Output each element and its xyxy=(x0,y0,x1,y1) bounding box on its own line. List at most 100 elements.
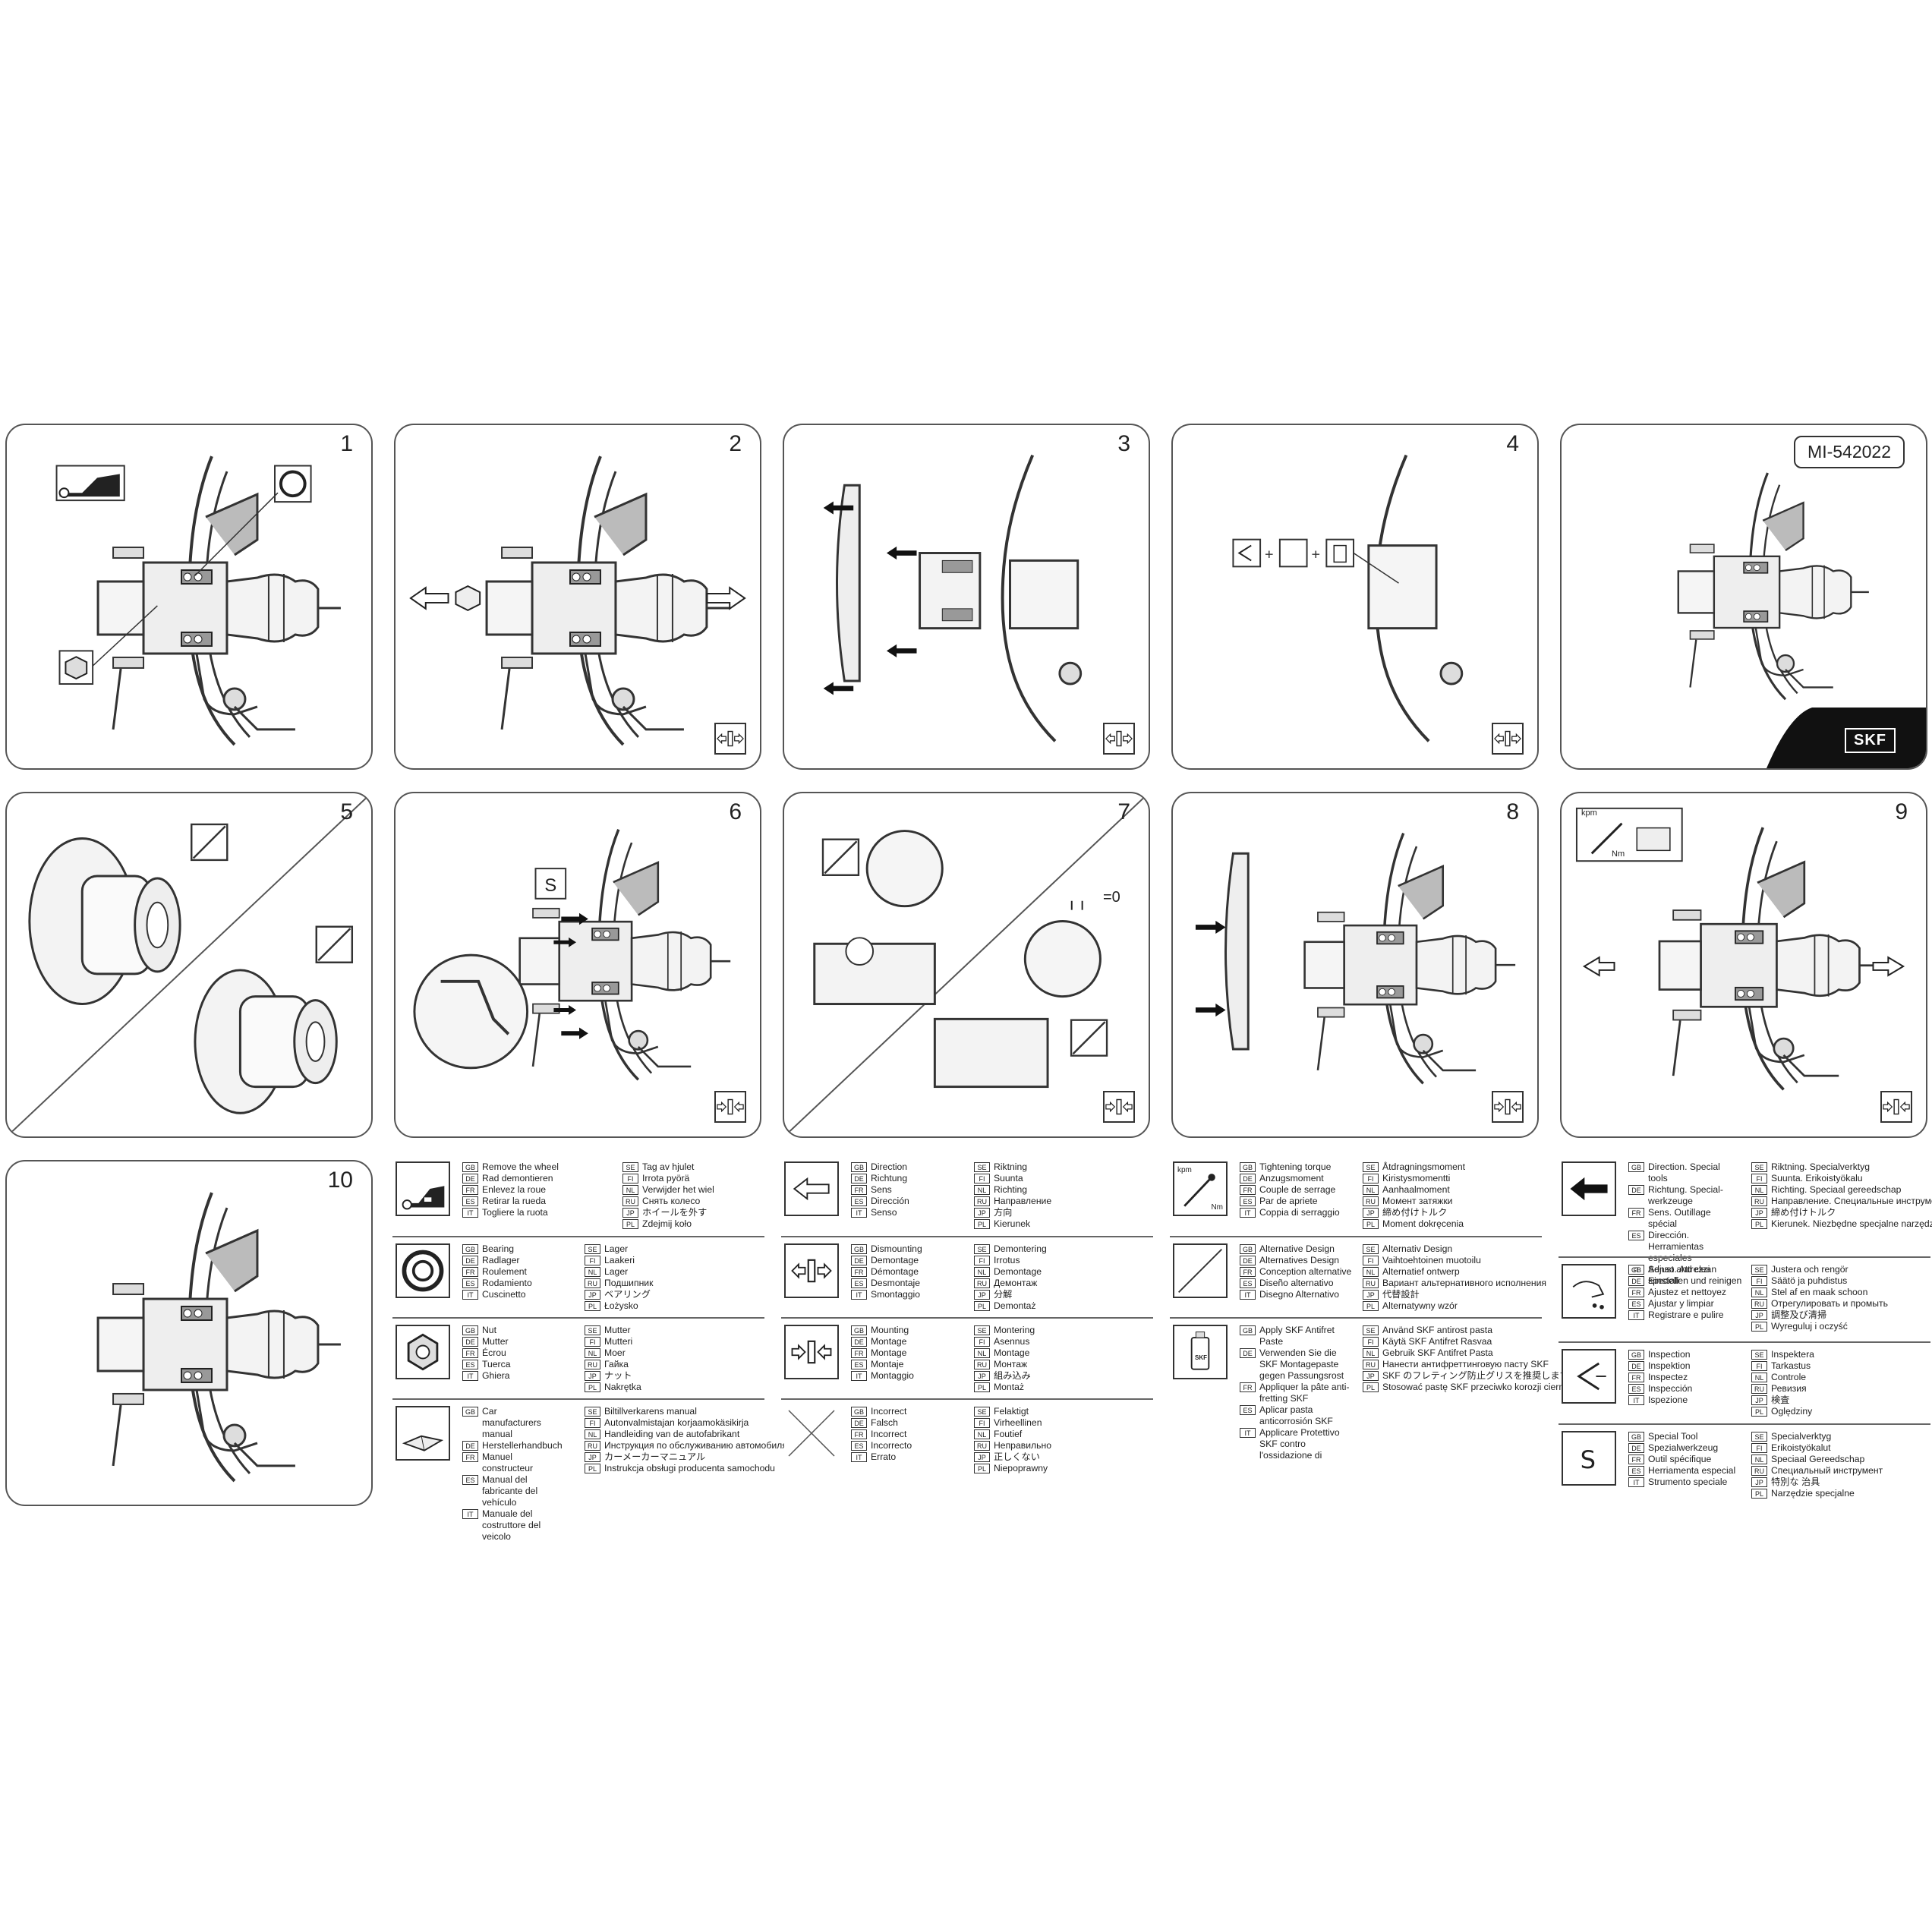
translation-text: Démontage xyxy=(871,1266,919,1277)
translation-text: Montaje xyxy=(871,1359,904,1369)
translation-text: 正しくない xyxy=(994,1451,1040,1462)
translation-text: Säätö ja puhdistus xyxy=(1771,1275,1848,1286)
language-code: ES xyxy=(1628,1231,1644,1240)
language-code: NL xyxy=(974,1348,990,1358)
translation-text: Bearing xyxy=(482,1243,515,1254)
language-code: SE xyxy=(974,1407,990,1417)
remove-wheel-icon xyxy=(396,1161,450,1216)
language-code: FR xyxy=(1628,1287,1644,1297)
translation-text: Outil spécifique xyxy=(1648,1454,1712,1464)
language-code: IT xyxy=(1240,1290,1256,1300)
translation-text: SKF のフレティング防止グリスを推奨します xyxy=(1382,1370,1569,1381)
language-code: IT xyxy=(462,1509,478,1519)
translation-text: ベアリング xyxy=(604,1289,651,1300)
language-code: GB xyxy=(1240,1162,1256,1172)
translation-text: Laakeri xyxy=(604,1255,635,1265)
translation-text: Special Tool xyxy=(1648,1431,1698,1442)
language-code: RU xyxy=(974,1441,990,1451)
legend-divider xyxy=(781,1236,1153,1237)
translation-text: Moer xyxy=(604,1347,626,1358)
language-code: NL xyxy=(1363,1267,1379,1277)
language-code: DE xyxy=(462,1174,478,1183)
translation-text: Incorrect xyxy=(871,1406,907,1417)
translation-text: Speciaal Gereedschap xyxy=(1771,1454,1865,1464)
brand-band xyxy=(1767,708,1926,768)
language-code: SE xyxy=(1363,1162,1379,1172)
translation-text: Manuale del costruttore del veicolo xyxy=(482,1508,541,1542)
translation-text: Alternatives Design xyxy=(1259,1255,1339,1265)
language-code: FI xyxy=(1363,1337,1379,1347)
language-code: NL xyxy=(585,1429,600,1439)
translation-text: Montage xyxy=(871,1347,907,1358)
incorrect-icon xyxy=(784,1406,839,1461)
svg-text:+: + xyxy=(1265,546,1274,563)
translation-text: Controle xyxy=(1771,1372,1807,1382)
translation-text: Демонтаж xyxy=(994,1278,1038,1288)
antifret-icon: SKF xyxy=(1173,1325,1228,1379)
language-code: GB xyxy=(851,1244,867,1254)
translation-text: Applicare Protettivo SKF contro l'ossida… xyxy=(1259,1427,1340,1461)
language-code: FI xyxy=(585,1418,600,1428)
language-code: FI xyxy=(1751,1174,1767,1183)
language-code: SE xyxy=(1751,1162,1767,1172)
translation-text: Stel af en maak schoon xyxy=(1771,1287,1868,1297)
language-code: RU xyxy=(585,1441,600,1451)
translation-text: Tag av hjulet xyxy=(642,1161,695,1172)
nut-icon xyxy=(396,1325,450,1379)
translation-text: Roulement xyxy=(482,1266,527,1277)
special-tool-icon: S xyxy=(1562,1431,1616,1486)
translation-text: Smontaggio xyxy=(871,1289,921,1300)
translation-text: Remove the wheel xyxy=(482,1161,559,1172)
language-code: GB xyxy=(462,1407,478,1417)
language-code: PL xyxy=(1751,1489,1767,1499)
language-code: ES xyxy=(462,1278,478,1288)
step-1-illustration xyxy=(55,425,371,768)
language-code: RU xyxy=(974,1278,990,1288)
translation-text: Alternativ Design xyxy=(1382,1243,1453,1254)
language-code: NL xyxy=(585,1267,600,1277)
language-code: FI xyxy=(585,1256,600,1265)
step-number: 10 xyxy=(327,1168,353,1193)
language-code: SE xyxy=(974,1325,990,1335)
language-code: RU xyxy=(1751,1384,1767,1394)
language-code: ES xyxy=(1628,1384,1644,1394)
language-code: SE xyxy=(622,1162,638,1172)
translation-text: Aplicar pasta anticorrosión SKF xyxy=(1259,1404,1333,1426)
language-code: JP xyxy=(1751,1310,1767,1320)
translation-text: Instrukcja obsługi producenta samochodu xyxy=(604,1463,775,1473)
svg-text:S: S xyxy=(544,875,556,896)
translation-text: Irrota pyörä xyxy=(642,1173,690,1183)
language-code: PL xyxy=(622,1219,638,1229)
language-code: PL xyxy=(1751,1219,1767,1229)
translation-text: Dismounting xyxy=(871,1243,922,1254)
language-code: GB xyxy=(1628,1265,1644,1275)
translation-text: Inspectez xyxy=(1648,1372,1688,1382)
translation-text: Sens. Outillage spécial xyxy=(1648,1207,1711,1229)
language-code: DE xyxy=(1240,1256,1256,1265)
translation-text: Rodamiento xyxy=(482,1278,532,1288)
torque-icon-kpm: kpm xyxy=(1177,1166,1192,1174)
language-code: FR xyxy=(462,1348,478,1358)
language-code: FR xyxy=(462,1452,478,1462)
legend-divider xyxy=(392,1317,764,1319)
translation-text: Lager xyxy=(604,1243,629,1254)
step-panel-3: 3 xyxy=(783,424,1150,770)
translation-text: Montaż xyxy=(994,1382,1024,1392)
translation-text: 特別な 治具 xyxy=(1771,1477,1820,1487)
translation-text: Adjust and clean xyxy=(1648,1264,1717,1275)
translation-text: Tightening torque xyxy=(1259,1161,1332,1172)
language-code: FI xyxy=(974,1174,990,1183)
language-code: PL xyxy=(974,1219,990,1229)
language-code: ES xyxy=(851,1360,867,1369)
translation-text: Inspektion xyxy=(1648,1360,1691,1371)
translation-text: Ajustar y limpiar xyxy=(1648,1298,1714,1309)
language-code: JP xyxy=(974,1290,990,1300)
translation-text: Handleiding van de autofabrikant xyxy=(604,1429,740,1439)
translation-text: Inspektera xyxy=(1771,1349,1814,1360)
